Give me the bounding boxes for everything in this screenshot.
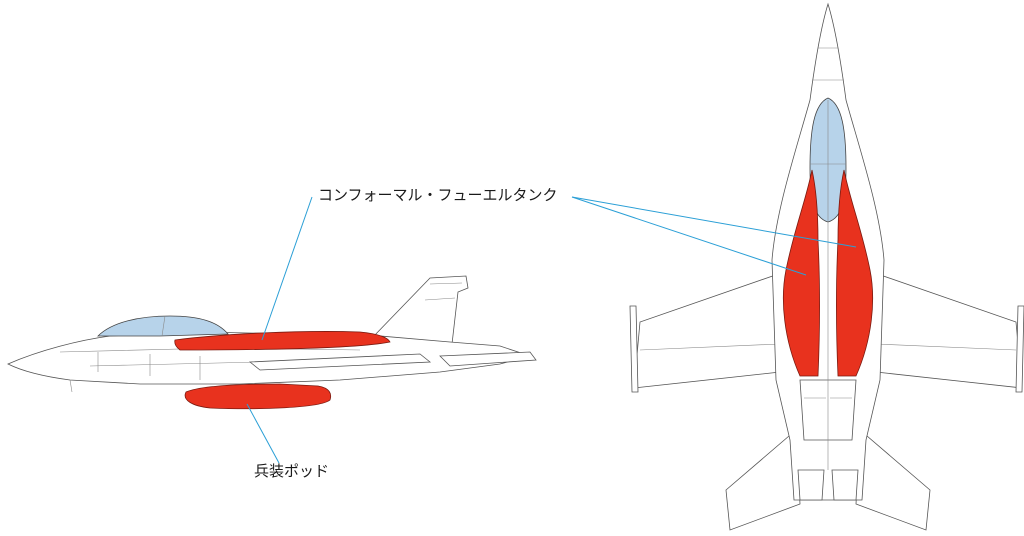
side-fuselage <box>7 331 532 385</box>
top-left-stabilizer <box>725 429 801 531</box>
leader-cft-top-left <box>571 196 807 276</box>
top-view-aircraft <box>629 2 1024 531</box>
top-right-wing <box>865 269 1023 389</box>
weapons-pod <box>184 383 332 410</box>
top-right-stabilizer <box>855 429 931 531</box>
leader-cft-side <box>261 196 313 341</box>
side-horizontal-stabilizer <box>439 351 537 367</box>
leader-cft-top-right <box>571 196 857 248</box>
weapons-pod-label: 兵装ポッド <box>254 462 330 480</box>
leader-weapons-pod <box>246 403 280 464</box>
top-left-wing <box>633 269 791 389</box>
side-vertical-tail <box>371 275 469 345</box>
side-conformal-fuel-tank <box>174 331 391 351</box>
cft-leaders <box>261 196 857 341</box>
conformal-fuel-tank-label: コンフォーマル・フューエルタンク <box>318 186 558 204</box>
side-view-aircraft <box>7 275 537 410</box>
pod-leader <box>246 403 280 464</box>
top-right-conformal-fuel-tank <box>836 169 874 377</box>
side-canopy <box>97 315 229 337</box>
